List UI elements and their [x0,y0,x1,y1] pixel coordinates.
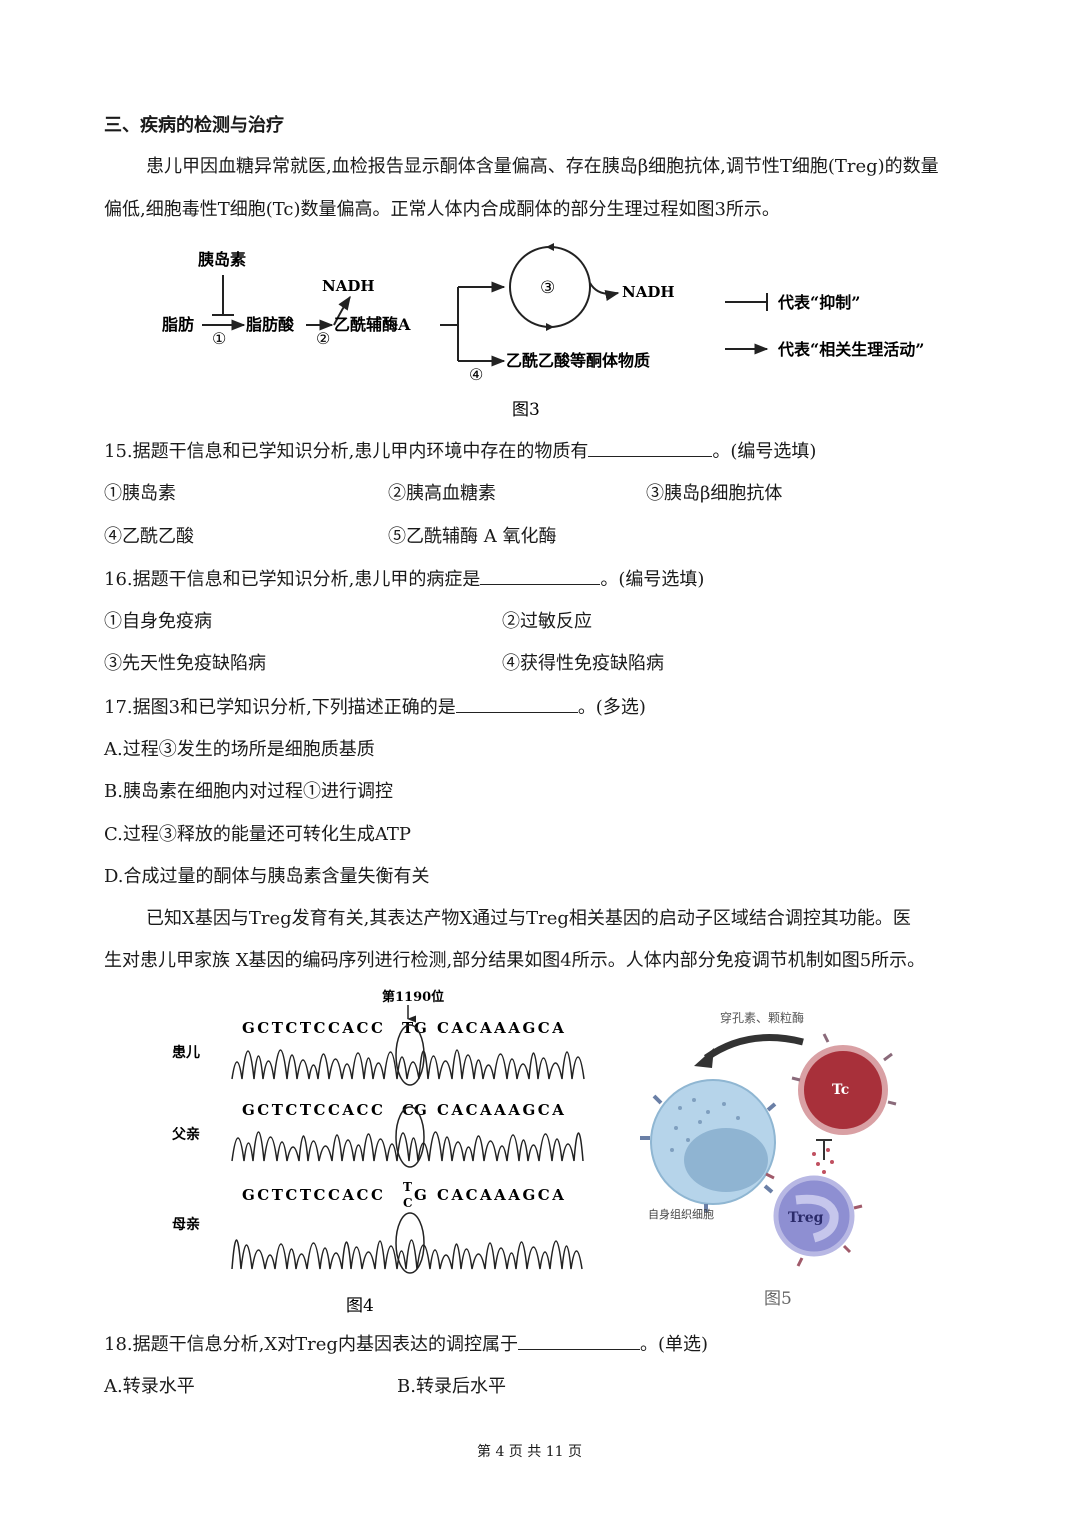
fig5-treg-label: Treg [788,1210,824,1226]
figure-3-diagram: 胰岛素 脂肪 ① 脂肪酸 NADH ② 乙酰辅酶A ④ 乙酰乙酸等酮体物质 ③ … [162,243,924,420]
figure-5-immune: 穿孔素、颗粒酶 自身组织细胞 Tc Treg 图5 [640,1010,897,1309]
page-footer: 第 4 页 共 11 页 [477,1444,582,1460]
q16-option-4: ④获得性免疫缺陷病 [502,653,664,674]
q16-stem: 16.据题干信息和已学知识分析,患儿甲的病症是 。(编号选填) [104,566,704,593]
fig5-attack-arrow [703,1034,804,1061]
q17-option-d: D.合成过量的酮体与胰岛素含量失衡有关 [104,866,430,887]
fig5-self-cell-nucleus [684,1128,768,1192]
fig3-acetyl-coa: 乙酰辅酶A [334,315,411,334]
intro-line-2: 偏低,细胞毒性T细胞(Tc)数量偏高。正常人体内合成酮体的部分生理过程如图3所示… [104,199,780,220]
fig3-caption: 图3 [512,400,540,420]
q16-stem-text: 16.据题干信息和已学知识分析,患儿甲的病症是 [104,569,481,590]
fig4-caption: 图4 [346,1296,374,1316]
fig3-insulin: 胰岛素 [198,250,246,269]
para2-line-1: 已知X基因与Treg发育有关,其表达产物X通过与Treg相关基因的启动子区域结合… [146,908,911,929]
fig3-legend-activity: 代表“相关生理活动” [777,340,924,359]
fig5-caption: 图5 [764,1289,792,1309]
q17-stem: 17.据图3和已学知识分析,下列描述正确的是 。(多选) [104,694,646,721]
fig3-step-1: ① [212,329,226,348]
q15-tail: 。(编号选填) [712,441,817,462]
q17-option-a: A.过程③发生的场所是细胞质基质 [104,739,375,760]
fig4-row3-name: 母亲 [172,1216,200,1233]
fig4-row3-trace [231,1239,583,1270]
fig4-row3-seq-mid-top: T [403,1180,412,1194]
fig5-treg-cell [773,1175,855,1257]
fig3-fat: 脂肪 [162,315,194,334]
q15-option-4: ④乙酰乙酸 [104,526,194,547]
q17-option-c: C.过程③释放的能量还可转化生成ATP [104,824,411,845]
fig4-row1-seq-mid: T [402,1019,414,1037]
section-title: 三、疾病的检测与治疗 [104,115,284,136]
fig3-ketone: 乙酰乙酸等酮体物质 [506,351,650,370]
fig4-row2-circle [395,1106,425,1168]
q16-tail: 。(编号选填) [600,569,705,590]
fig5-tc-label: Tc [832,1082,849,1098]
fig3-step-3: ③ [540,278,555,298]
fig3-fatty-acid: 脂肪酸 [246,315,295,334]
q18-option-b: B.转录后水平 [397,1376,506,1397]
fig3-step-2: ② [316,329,330,348]
q18-tail: 。(单选) [639,1334,708,1355]
fig4-row1-circle [395,1024,425,1086]
q15-option-3: ③胰岛β细胞抗体 [646,483,783,504]
fig4-position-label: 第1190位 [382,989,444,1005]
fig3-nadh-top: NADH [322,277,375,295]
fig4-row3-seq-left: GCTCTCCACC [242,1186,385,1204]
fig4-row1-seq-right: G CACAAAGCA [414,1019,566,1037]
q18-answer-blank[interactable] [517,1331,640,1350]
q15-option-2: ②胰高血糖素 [388,483,496,504]
fig3-step-4: ④ [469,365,483,384]
q17-tail: 。(多选) [577,697,646,718]
fig4-row2-name: 父亲 [171,1126,200,1143]
q18-stem: 18.据题干信息分析,X对Treg内基因表达的调控属于 。(单选) [104,1331,708,1358]
fig3-legend-inhibit: 代表“抑制” [777,293,860,312]
q18-option-a: A.转录水平 [104,1376,195,1397]
q17-option-b: B.胰岛素在细胞内对过程①进行调控 [104,781,393,802]
para2-line-2: 生对患儿甲家族 X基因的编码序列进行检测,部分结果如图4所示。人体内部分免疫调节… [104,950,926,971]
fig5-tc-cell [798,1045,888,1135]
fig4-row3-seq-right: G CACAAAGCA [414,1186,566,1204]
fig5-perforin-label: 穿孔素、颗粒酶 [720,1010,804,1025]
q16-option-1: ①自身免疫病 [104,611,212,632]
fig4-row1-seq-left: GCTCTCCACC [242,1019,385,1037]
fig5-self-cell-label: 自身组织细胞 [648,1207,714,1221]
fig4-row2-trace [231,1131,584,1162]
q16-option-2: ②过敏反应 [502,611,592,632]
q18-stem-text: 18.据题干信息分析,X对Treg内基因表达的调控属于 [104,1334,518,1355]
fig4-row1-trace [231,1049,585,1080]
q15-stem: 15.据题干信息和已学知识分析,患儿甲内环境中存在的物质有 。(编号选填) [104,438,816,465]
fig4-row2-seq-mid: C [402,1101,414,1119]
q15-answer-blank[interactable] [588,438,713,457]
q16-option-3: ③先天性免疫缺陷病 [104,653,266,674]
fig4-row2-seq-left: GCTCTCCACC [242,1101,385,1119]
intro-line-1: 患儿甲因血糖异常就医,血检报告显示酮体含量偏高、存在胰岛β细胞抗体,调节性T细胞… [146,156,939,177]
q15-stem-text: 15.据题干信息和已学知识分析,患儿甲内环境中存在的物质有 [104,441,589,462]
figure-4-sequencing: 第1190位 GCTCTCCACC T G CACAAAGCA 患儿 GCTCT… [171,989,585,1316]
fig4-row3-circle [395,1212,425,1274]
fig4-row3-seq-mid-bottom: C [403,1196,413,1210]
fig4-row1-name: 患儿 [172,1044,200,1061]
q17-answer-blank[interactable] [455,694,578,713]
fig4-row2-seq-right: G CACAAAGCA [414,1101,566,1119]
fig3-nadh-cycle: NADH [622,283,675,301]
q16-answer-blank[interactable] [480,566,601,585]
q15-option-5: ⑤乙酰辅酶 A 氧化酶 [388,526,557,547]
q17-stem-text: 17.据图3和已学知识分析,下列描述正确的是 [104,697,456,718]
q15-option-1: ①胰岛素 [104,483,176,504]
